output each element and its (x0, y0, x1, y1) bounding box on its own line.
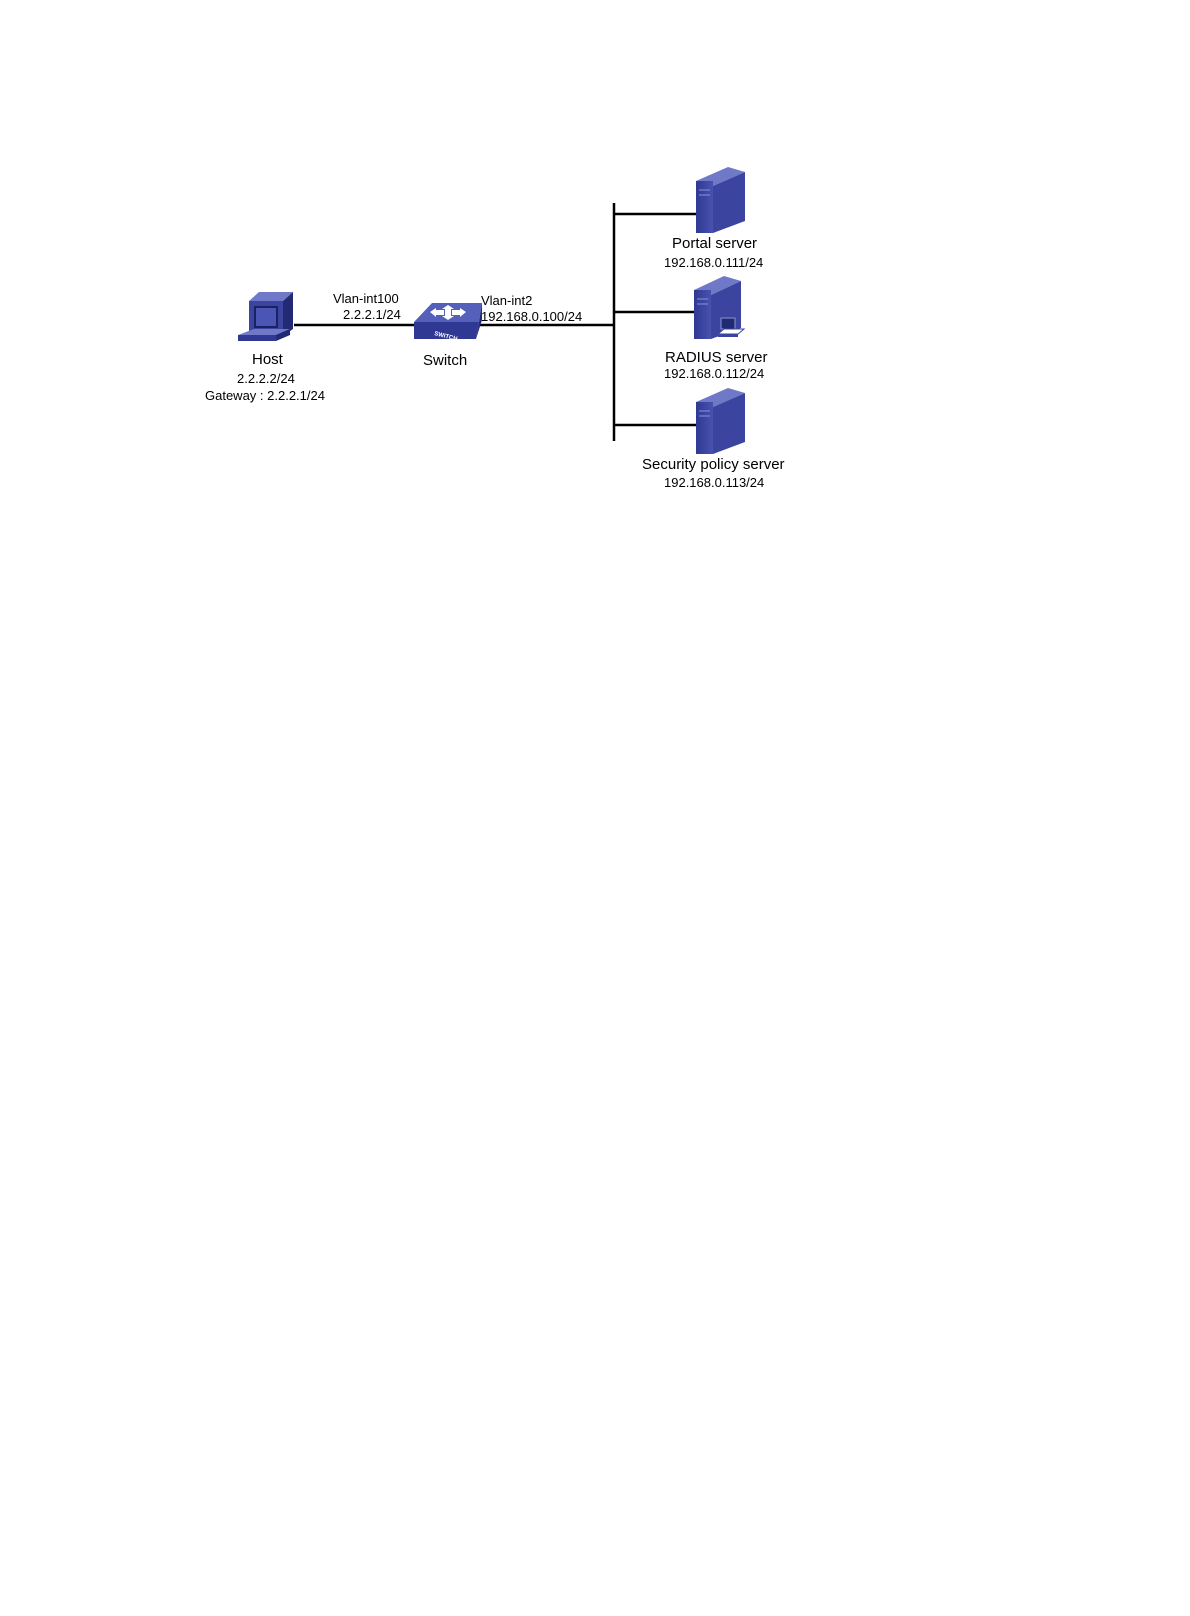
radius-server-icon (694, 276, 744, 339)
host-side-interface: Vlan-int100 (333, 292, 399, 305)
host-side-ip: 2.2.2.1/24 (343, 308, 401, 321)
host-ip: 2.2.2.2/24 (237, 372, 295, 385)
security-policy-server-label: Security policy server (642, 457, 785, 472)
portal-server-ip: 192.168.0.111/24 (664, 256, 763, 269)
radius-server-label: RADIUS server (665, 350, 768, 365)
host-computer-icon (238, 292, 293, 341)
switch-icon: SWITCH (414, 303, 482, 343)
switch-label: Switch (423, 353, 467, 368)
radius-server-ip: 192.168.0.112/24 (664, 367, 764, 380)
portal-server-label: Portal server (672, 236, 757, 251)
server-side-ip: 192.168.0.100/24 (481, 310, 582, 323)
security-policy-server-icon (696, 388, 745, 454)
security-policy-server-ip: 192.168.0.113/24 (664, 476, 764, 489)
portal-server-icon (696, 167, 745, 233)
host-gateway: Gateway : 2.2.2.1/24 (205, 389, 325, 402)
host-label: Host (252, 352, 283, 367)
server-side-interface: Vlan-int2 (481, 294, 532, 307)
